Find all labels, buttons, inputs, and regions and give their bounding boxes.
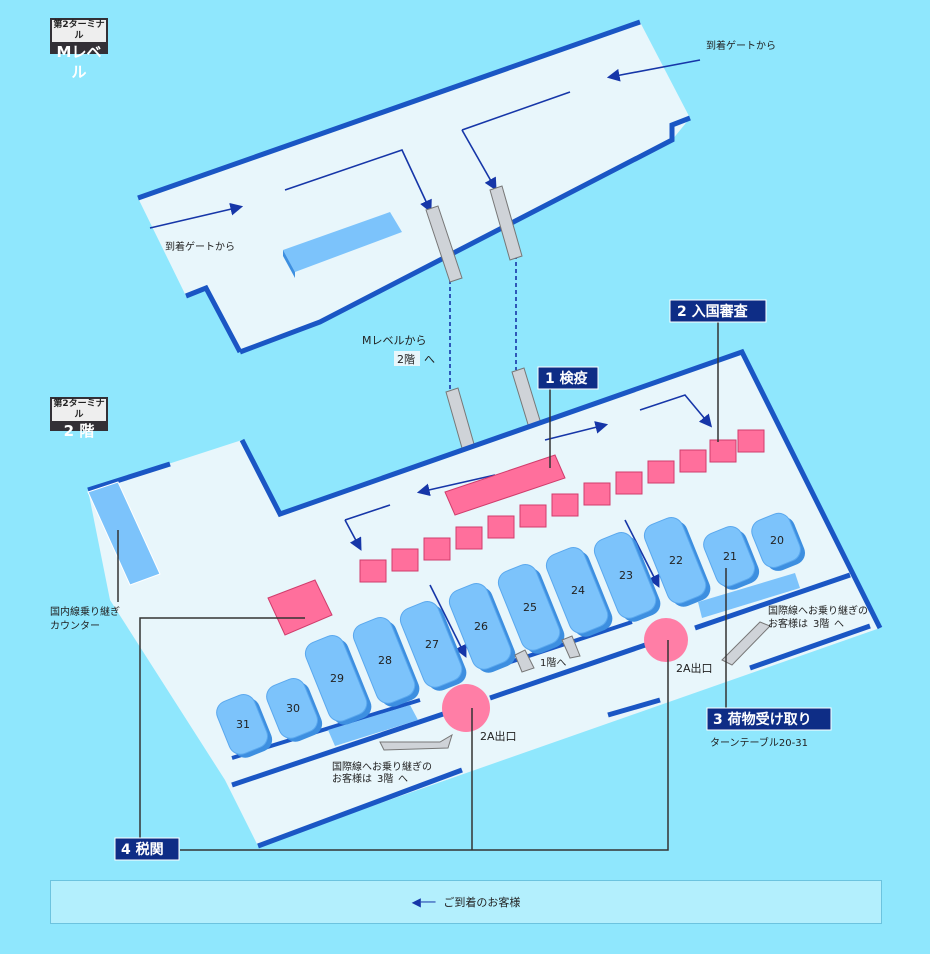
carousel-number: 24 (571, 584, 585, 597)
turntable-range: ターンテーブル20-31 (710, 736, 808, 749)
carousel-24: 24 (545, 547, 613, 637)
carousel-number: 21 (723, 550, 737, 563)
carousel-number: 22 (669, 554, 683, 567)
svg-text:1 検疫: 1 検疫 (545, 370, 588, 387)
intl-transfer-left-2: お客様は (332, 772, 372, 785)
intl-transfer-right-1: 国際線へお乗り継ぎの (768, 604, 868, 617)
svg-text:3 荷物受け取り: 3 荷物受け取り (713, 711, 812, 728)
m-level-floor-label: Mレベル (56, 43, 102, 81)
m-level-floor (137, 19, 691, 355)
escalators-m (425, 185, 547, 463)
callout-quarantine: 1 検疫 (537, 366, 599, 390)
immigration-desks (359, 429, 765, 583)
intl-transfer-left-floor: 3階 (377, 773, 393, 785)
from-gate-label-right: 到着ゲートから (706, 39, 776, 52)
domestic-counter-label: 国内線乗り継ぎ (50, 605, 120, 618)
exit-2a-right-label: 2A出口 (676, 661, 713, 675)
carousel-27: 27 (399, 601, 467, 691)
carousel-number: 31 (236, 718, 250, 731)
intl-transfer-right-suffix: へ (834, 619, 844, 630)
floor2-badge: 第2ターミナル 2 階 (50, 397, 108, 440)
carousel-number: 26 (474, 620, 488, 633)
floor2-terminal: 第2ターミナル (52, 399, 106, 421)
intl-transfer-right-2: お客様は (768, 617, 808, 630)
domestic-transfer-counter (267, 579, 333, 636)
carousel-number: 29 (330, 672, 344, 685)
arrival-passengers-banner: ◀── ご到着のお客様 (50, 880, 882, 924)
m-level-terminal: 第2ターミナル (52, 20, 106, 42)
callout-lines (117, 320, 727, 851)
carousel-number: 27 (425, 638, 439, 651)
m-to-2f-floor: 2階 (397, 352, 415, 366)
m-level-badge: 第2ターミナル Mレベル (50, 18, 108, 81)
exit-2a-left-label: 2A出口 (480, 729, 517, 743)
escalators-2f (379, 621, 771, 751)
callout-baggage-claim: 3 荷物受け取り ターンテーブル20-31 (706, 707, 832, 749)
carousel-number: 20 (770, 534, 784, 547)
intl-transfer-left-1: 国際線へお乗り継ぎの (332, 760, 432, 773)
carousel-20: 20 (751, 512, 806, 571)
m-to-2f-suffix: へ (424, 353, 435, 366)
carousel-21: 21 (703, 526, 760, 590)
arrival-passengers-text: ご到着のお客様 (443, 896, 521, 909)
carousel-31: 31 (216, 694, 273, 758)
carousel-26: 26 (448, 583, 516, 673)
intl-transfer-left-suffix: へ (398, 774, 408, 785)
domestic-counter-label-2: カウンター (50, 620, 100, 632)
intl-transfer-right-floor: 3階 (813, 618, 829, 630)
carousel-number: 30 (286, 702, 300, 715)
callout-customs: 4 税関 (114, 837, 180, 861)
carousel-23: 23 (593, 532, 661, 622)
m-level-walkways (149, 59, 701, 390)
svg-text:2 入国審査: 2 入国審査 (677, 303, 749, 320)
carousel-number: 25 (523, 601, 537, 614)
baggage-carousels: 20 21 22 23 24 25 26 27 28 29 30 31 (216, 512, 806, 758)
callout-immigration: 2 入国審査 (669, 299, 767, 323)
carousel-number: 23 (619, 569, 633, 582)
carousel-28: 28 (352, 617, 420, 707)
carousel-30: 30 (266, 678, 323, 742)
exit-2a-right-marker (644, 618, 688, 662)
m-to-2f-label: Mレベルから (362, 334, 427, 347)
to-1f-label: 1階へ (540, 657, 566, 669)
left-arrow-icon: ◀── (411, 895, 436, 909)
floor2-walkways (344, 394, 713, 658)
carousel-number: 28 (378, 654, 392, 667)
exit-2a-left-marker (442, 684, 490, 732)
carousel-22: 22 (643, 517, 711, 607)
carousel-29: 29 (304, 635, 372, 725)
quarantine-counter (444, 454, 566, 516)
floor2-floor-label: 2 階 (63, 422, 95, 440)
from-gate-label-left: 到着ゲートから (165, 240, 235, 253)
svg-text:4 税関: 4 税関 (121, 841, 164, 858)
carousel-25: 25 (497, 564, 565, 654)
